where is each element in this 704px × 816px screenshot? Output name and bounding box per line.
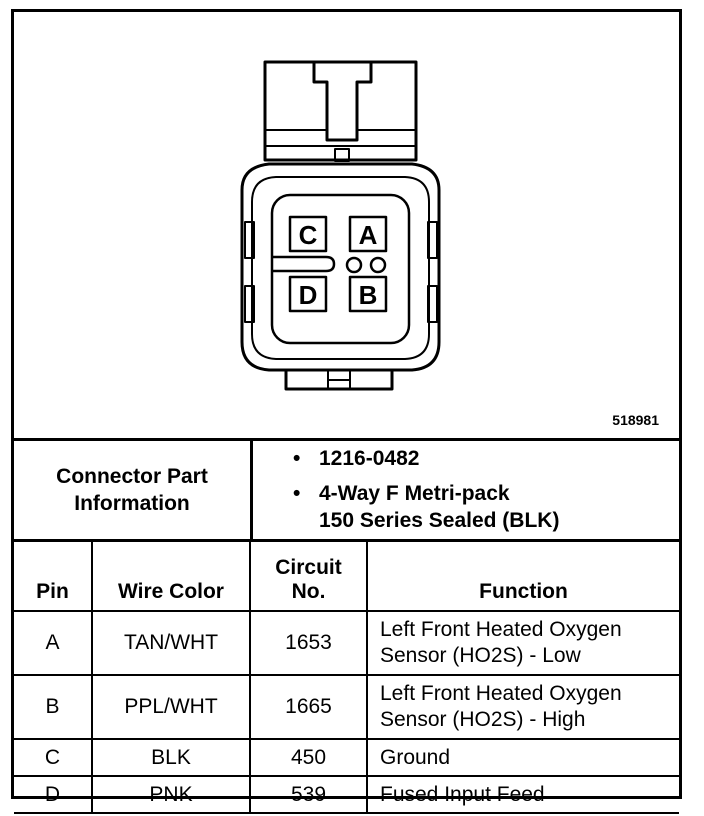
part-number: 1216-0482 bbox=[319, 447, 420, 470]
pin-cell: C bbox=[14, 738, 93, 777]
info-bullet: • 1216-0482 bbox=[253, 445, 679, 472]
header-circuit-line2: No. bbox=[291, 580, 326, 603]
wire-color-cell: BLK bbox=[91, 738, 251, 777]
info-label-line1: Connector Part bbox=[56, 465, 208, 488]
figure-code: 518981 bbox=[612, 412, 659, 428]
header-circuit-line1: Circuit bbox=[275, 556, 342, 579]
connector-info-row: Connector Part Information • 1216-0482 •… bbox=[14, 441, 679, 542]
pin-label-a: A bbox=[359, 220, 378, 250]
header-function: Function bbox=[366, 542, 679, 612]
table-row: D PNK 539 Fused Input Feed bbox=[14, 775, 679, 814]
function-line1: Left Front Heated Oxygen bbox=[380, 682, 622, 705]
info-bullet: • 4-Way F Metri-pack 150 Series Sealed (… bbox=[253, 480, 679, 534]
pin-cell: D bbox=[14, 775, 93, 814]
circuit-cell: 539 bbox=[249, 775, 368, 814]
connector-face-drawing: C A D B bbox=[240, 60, 441, 391]
header-circuit: Circuit No. bbox=[249, 542, 368, 612]
header-wire-color: Wire Color bbox=[91, 542, 251, 612]
circuit-cell: 450 bbox=[249, 738, 368, 777]
circuit-cell: 1665 bbox=[249, 674, 368, 740]
info-label-line2: Information bbox=[74, 492, 190, 515]
wire-color-cell: PPL/WHT bbox=[91, 674, 251, 740]
bullet-icon: • bbox=[293, 482, 301, 505]
circuit-cell: 1653 bbox=[249, 610, 368, 676]
connector-info-label: Connector Part Information bbox=[14, 441, 253, 539]
bullet-icon: • bbox=[293, 447, 301, 470]
function-cell: Left Front Heated Oxygen Sensor (HO2S) -… bbox=[366, 610, 679, 676]
wire-color-cell: PNK bbox=[91, 775, 251, 814]
pin-cell: B bbox=[14, 674, 93, 740]
pin-label-d: D bbox=[299, 280, 318, 310]
connector-type-line1: 4-Way F Metri-pack bbox=[319, 482, 510, 505]
function-cell: Ground bbox=[366, 738, 679, 777]
table-row: C BLK 450 Ground bbox=[14, 738, 679, 777]
table-header-row: Pin Wire Color Circuit No. Function bbox=[14, 542, 679, 612]
connector-type-line2: 150 Series Sealed (BLK) bbox=[319, 509, 560, 532]
table-row: B PPL/WHT 1665 Left Front Heated Oxygen … bbox=[14, 674, 679, 740]
function-cell: Fused Input Feed bbox=[366, 775, 679, 814]
function-cell: Left Front Heated Oxygen Sensor (HO2S) -… bbox=[366, 674, 679, 740]
connector-sheet: C A D B 518981 Connector Part Informatio… bbox=[11, 9, 682, 814]
function-line2: Sensor (HO2S) - High bbox=[380, 708, 586, 731]
pin-cell: A bbox=[14, 610, 93, 676]
header-pin: Pin bbox=[14, 542, 93, 612]
connector-info-details: • 1216-0482 • 4-Way F Metri-pack 150 Ser… bbox=[253, 445, 679, 534]
connector-figure: C A D B 518981 bbox=[14, 12, 679, 441]
wire-color-cell: TAN/WHT bbox=[91, 610, 251, 676]
function-line1: Left Front Heated Oxygen bbox=[380, 618, 622, 641]
pin-label-b: B bbox=[359, 280, 378, 310]
function-line2: Sensor (HO2S) - Low bbox=[380, 644, 581, 667]
pin-label-c: C bbox=[299, 220, 318, 250]
pinout-table: Pin Wire Color Circuit No. Function A TA… bbox=[14, 542, 679, 814]
table-row: A TAN/WHT 1653 Left Front Heated Oxygen … bbox=[14, 610, 679, 676]
